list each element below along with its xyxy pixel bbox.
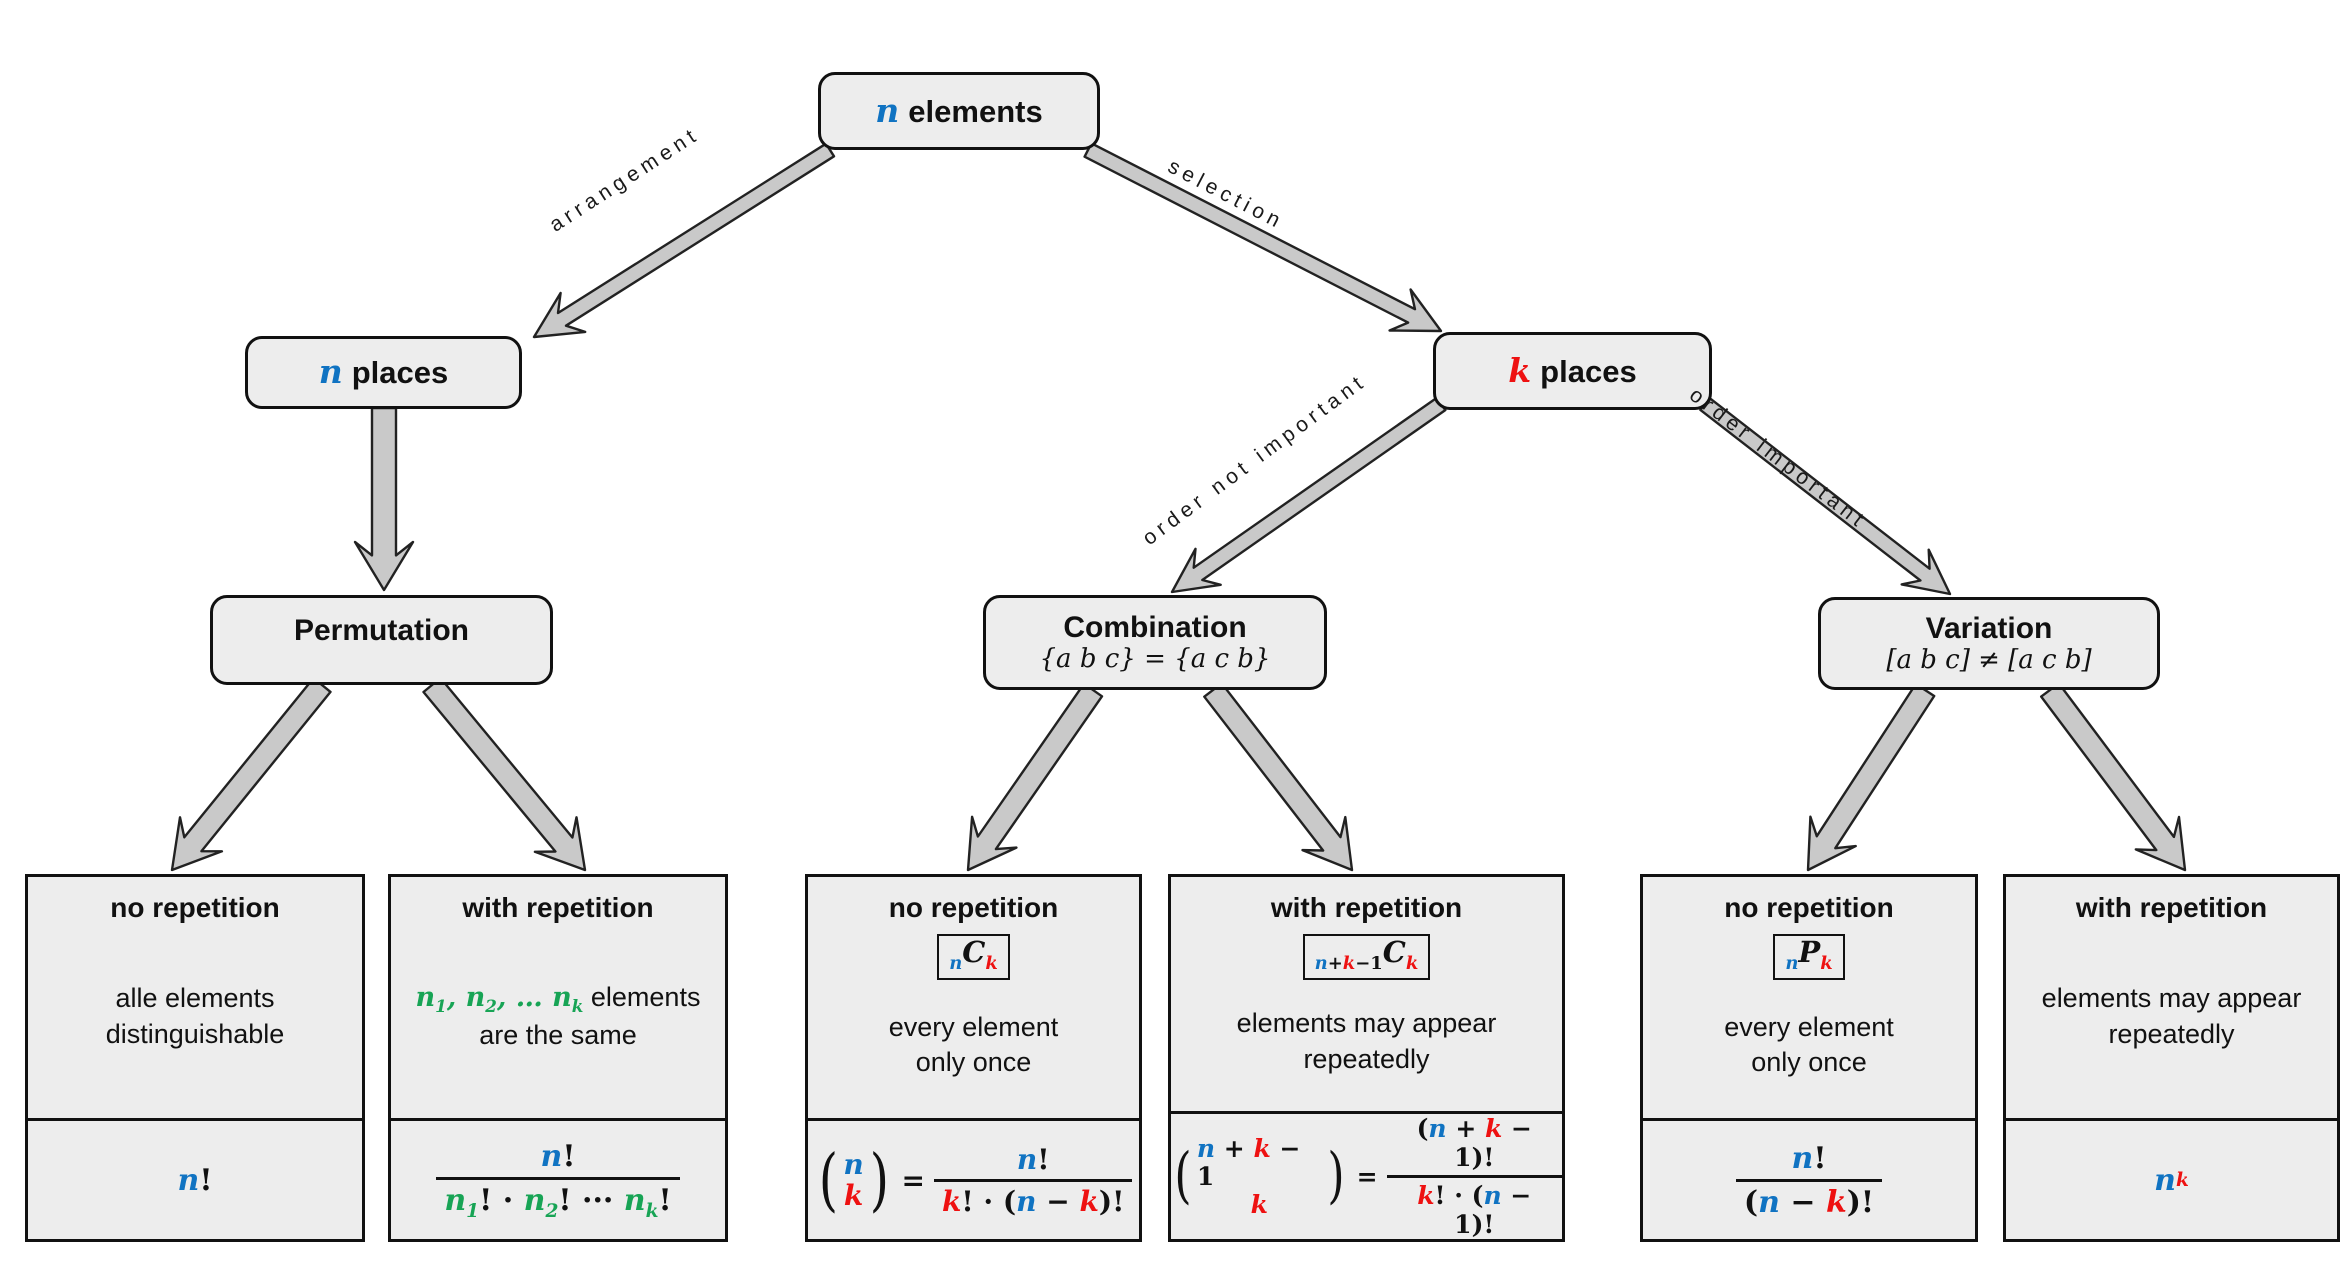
description-line: n1, n2, … nk elements	[415, 981, 701, 1017]
node-permutation-title: Permutation	[293, 614, 470, 648]
node-combination-example: {a b c} = {a c b}	[1039, 644, 1271, 675]
arrow-permutation-to-no-rep	[170, 676, 332, 872]
leaf-description: every element only once	[889, 980, 1059, 1118]
formula: n!n1! · n2! ··· nk!	[391, 1118, 725, 1239]
leaf-combination-no-repetition: no repetition nCk every element only once…	[805, 874, 1142, 1242]
node-n-elements-text: elements	[908, 93, 1043, 129]
notation-box: nPk	[1773, 933, 1845, 981]
leaf-description-section: no repetition nCk every element only once	[808, 877, 1139, 1118]
leaf-variation-with-repetition: with repetition elements may appear repea…	[2003, 874, 2340, 1242]
notation-box: n+k−1Ck	[1302, 933, 1431, 981]
leaf-description-section: with repetition n+k−1Ck elements may app…	[1171, 877, 1562, 1111]
arrow-k-places-to-combination	[1170, 396, 1447, 594]
arrow-permutation-to-with-rep	[422, 676, 587, 872]
description-line: only once	[915, 1047, 1032, 1078]
node-permutation: Permutation	[210, 595, 553, 685]
description-line: are the same	[479, 1020, 637, 1051]
description-line: every element	[888, 1011, 1059, 1042]
leaf-variation-no-repetition: no repetition nPk every element only once…	[1640, 874, 1978, 1242]
formula: n!	[28, 1118, 362, 1239]
leaf-title: with repetition	[1270, 892, 1463, 923]
leaf-title: no repetition	[888, 892, 1059, 923]
arrow-variation-to-with-rep	[2040, 682, 2187, 872]
description-line: every element	[1724, 1011, 1894, 1042]
node-variation: Variation [a b c] ≠ [a c b]	[1818, 597, 2160, 690]
formula: n!(n − k)!	[1643, 1118, 1975, 1239]
node-k-places-text: places	[1540, 353, 1637, 389]
description-line: repeatedly	[2108, 1018, 2235, 1049]
leaf-permutation-no-repetition: no repetition alle elements distinguishab…	[25, 874, 365, 1242]
description-line: elements may appear	[1236, 1008, 1497, 1039]
leaf-title: no repetition	[110, 892, 280, 923]
leaf-description-section: no repetition alle elements distinguishab…	[28, 877, 362, 1118]
leaf-combination-with-repetition: with repetition n+k−1Ck elements may app…	[1168, 874, 1565, 1242]
leaf-description: alle elements distinguishable	[106, 924, 285, 1118]
description-line: only once	[1751, 1047, 1867, 1078]
arrow-root-to-k-places	[1083, 142, 1443, 333]
description-line: distinguishable	[105, 1018, 285, 1049]
arrow-root-to-n-places	[532, 142, 836, 339]
leaf-title: no repetition	[1724, 892, 1894, 923]
math-var-n: n	[875, 90, 900, 130]
node-variation-example: [a b c] ≠ [a c b]	[1886, 645, 2092, 676]
arrow-variation-to-no-rep	[1806, 682, 1936, 872]
leaf-description: elements may appear repeatedly	[1237, 980, 1497, 1111]
leaf-description-section: with repetition elements may appear repea…	[2006, 877, 2337, 1118]
arrow-k-places-to-variation	[1699, 396, 1952, 596]
description-line: alle elements	[115, 983, 275, 1014]
arrow-combination-to-with-rep	[1203, 682, 1354, 872]
leaf-title: with repetition	[462, 892, 654, 923]
node-combination: Combination {a b c} = {a c b}	[983, 595, 1327, 690]
node-n-places-text: places	[351, 355, 449, 391]
leaf-title: with repetition	[2075, 892, 2268, 923]
arrow-n-places-to-permutation	[353, 406, 415, 592]
node-combination-title: Combination	[1063, 610, 1247, 644]
leaf-description-section: no repetition nPk every element only once	[1643, 877, 1975, 1118]
arrow-combination-to-no-rep	[966, 682, 1104, 872]
leaf-description: elements may appear repeatedly	[2042, 924, 2302, 1118]
node-variation-title: Variation	[1925, 611, 2053, 645]
description-line: repeatedly	[1303, 1043, 1430, 1074]
math-var-k: k	[1508, 350, 1532, 390]
notation-box: nCk	[937, 933, 1010, 981]
description-line: elements may appear	[2041, 983, 2302, 1014]
math-var-n: n	[318, 352, 343, 392]
leaf-description: every element only once	[1724, 980, 1894, 1118]
